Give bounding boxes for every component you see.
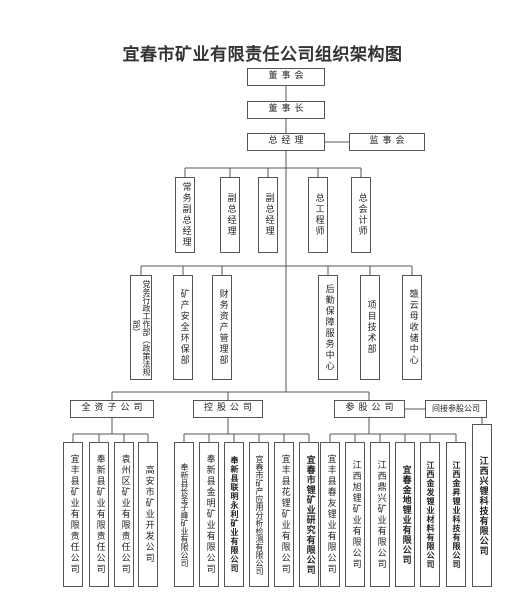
deputy-box-4: 总工程师 [308, 177, 328, 253]
holding-group-box: 控股公司 [193, 400, 263, 418]
general-manager-box: 总经理 [247, 133, 325, 151]
wholly-owned-company-3: 袁州区矿业有限责任公司 [114, 442, 134, 587]
participating-company-1: 宜丰县春友锂业有限公司 [320, 442, 340, 587]
participating-group-box: 参股公司 [334, 400, 405, 418]
wholly-owned-company-1: 宜丰县矿业有限责任公司 [63, 442, 83, 587]
deputy-box-5: 总会计师 [351, 177, 371, 253]
department-box-5: 项目技术部 [360, 275, 380, 380]
department-box-6: 赣云母收储中心 [402, 275, 422, 380]
supervisory-board-box: 监事会 [349, 133, 425, 151]
participating-company-2: 江西旭锂矿业有限公司 [345, 442, 365, 587]
holding-company-2: 奉新县金明矿业有限公司 [199, 442, 219, 587]
board-of-directors-box: 董事会 [247, 68, 325, 86]
holding-company-6: 宜春市锂矿业研究有限公司 [299, 442, 319, 587]
deputy-box-3: 副总经理 [258, 177, 278, 253]
holding-company-1: 奉新县长圣子峰矿业有限公司 [174, 442, 194, 587]
participating-company-6: 江西金昇锂业科技有限公司 [446, 442, 466, 587]
department-box-3: 财务资产管理部 [212, 275, 232, 380]
participating-company-5: 江西金发锂业材料有限公司 [420, 442, 440, 587]
participating-company-4: 宜春金地锂业有限公司 [395, 442, 415, 587]
wholly-owned-company-4: 高安市矿业开发公司 [138, 442, 158, 587]
department-box-4: 后勤保障服务中心 [318, 275, 338, 380]
indirect-company-1: 江西兴锂科技有限公司 [472, 424, 492, 587]
department-box-2: 矿产安全环保部 [173, 275, 193, 380]
wholly-owned-group-box: 全资子公司 [70, 400, 154, 418]
indirect-participating-group-box: 间接参股公司 [425, 400, 487, 418]
deputy-box-1: 常务副总经理 [175, 177, 195, 253]
wholly-owned-company-2: 奉新县矿业有限责任公司 [89, 442, 109, 587]
chairman-box: 董事长 [247, 101, 325, 119]
department-box-1: 党务行政工作部（政策法规部） [130, 275, 152, 380]
holding-company-4: 宜春市矿产应用分析检测有限公司 [249, 442, 269, 587]
deputy-box-2: 副总经理 [220, 177, 240, 253]
participating-company-3: 江西鼎兴矿业有限公司 [370, 442, 390, 587]
chart-title: 宜春市矿业有限责任公司组织架构图 [122, 45, 403, 65]
holding-company-3: 奉新县联明永利矿业有限公司 [224, 442, 244, 587]
holding-company-5: 宜丰县花锂矿业有限公司 [274, 442, 294, 587]
